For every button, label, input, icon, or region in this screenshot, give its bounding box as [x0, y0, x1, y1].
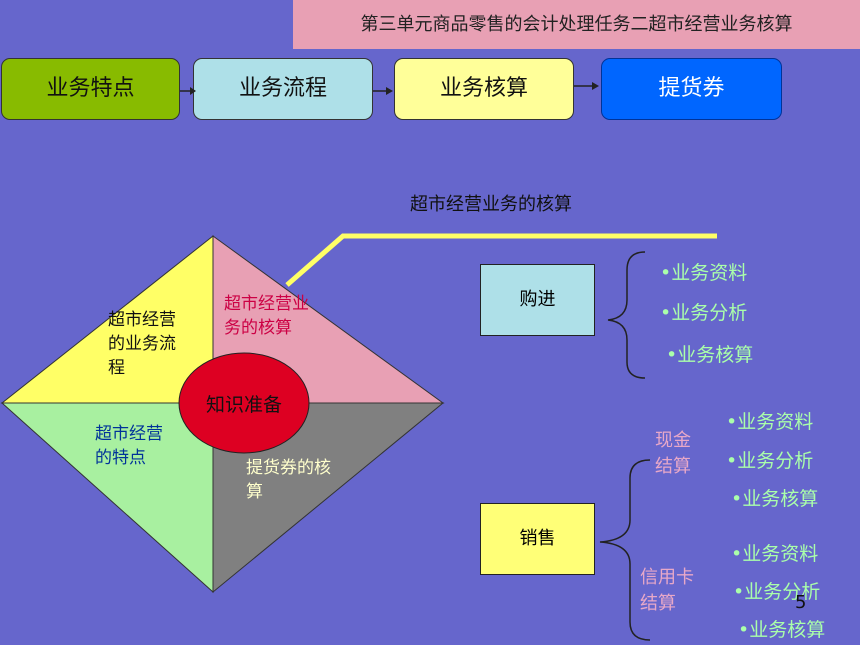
card-item-accounting[interactable]: •业务核算 [738, 619, 826, 641]
label-line: 提货券的核 [246, 458, 331, 478]
label-business-features[interactable]: 超市经营 的特点 [95, 422, 163, 470]
label-line: 结算 [640, 593, 676, 614]
center-label[interactable]: 知识准备 [205, 394, 282, 416]
label-business-accounting[interactable]: 超市经营业 务的核算 [224, 292, 309, 340]
label-line: 算 [246, 482, 263, 502]
purchase-box[interactable]: 购进 [480, 264, 595, 336]
step-arrow-3 [574, 82, 599, 90]
label-line: 程 [108, 358, 125, 378]
purchase-brace [607, 251, 646, 379]
label-line: 的业务流 [108, 334, 176, 354]
cash-item-accounting[interactable]: •业务核算 [731, 488, 819, 510]
label-line: 务的核算 [224, 318, 292, 338]
center-circle [178, 352, 310, 454]
main-title: 超市经营业务的核算 [410, 194, 572, 215]
card-item-data[interactable]: •业务资料 [731, 543, 819, 565]
label-line: 现金 [655, 430, 691, 451]
card-settlement-label: 信用卡 结算 [640, 565, 694, 617]
label-line: 超市经营 [95, 424, 163, 444]
page-number: 5 [795, 592, 807, 613]
step-voucher[interactable]: 提货券 [601, 58, 782, 120]
cash-item-analysis[interactable]: •业务分析 [726, 450, 814, 472]
header-title: 第三单元商品零售的会计处理任务二超市经营业务核算 [360, 14, 793, 35]
purchase-item-analysis[interactable]: •业务分析 [660, 302, 748, 324]
label-line: 结算 [655, 456, 691, 477]
step-business-process[interactable]: 业务流程 [193, 58, 373, 120]
step-arrow-2 [373, 87, 393, 95]
cash-settlement-label: 现金 结算 [655, 428, 691, 480]
label-line: 超市经营业 [224, 294, 309, 314]
label-business-process[interactable]: 超市经营 的业务流 程 [108, 308, 176, 380]
step-arrow-1 [180, 87, 196, 95]
cash-item-data[interactable]: •业务资料 [726, 411, 814, 433]
label-line: 信用卡 [640, 567, 694, 588]
header-banner: 第三单元商品零售的会计处理任务二超市经营业务核算 [293, 0, 860, 49]
card-item-analysis[interactable]: •业务分析 [733, 581, 821, 603]
quad-bottom-right [212, 402, 445, 594]
sales-box[interactable]: 销售 [480, 503, 595, 575]
label-line: 超市经营 [108, 310, 176, 330]
step-business-accounting[interactable]: 业务核算 [394, 58, 574, 120]
purchase-item-accounting[interactable]: •业务核算 [666, 344, 754, 366]
callout-line [285, 233, 717, 287]
sales-brace [599, 459, 651, 641]
label-line: 的特点 [95, 448, 146, 468]
purchase-item-data[interactable]: •业务资料 [660, 262, 748, 284]
label-voucher-accounting[interactable]: 提货券的核 算 [246, 456, 331, 504]
step-business-features[interactable]: 业务特点 [1, 58, 180, 120]
